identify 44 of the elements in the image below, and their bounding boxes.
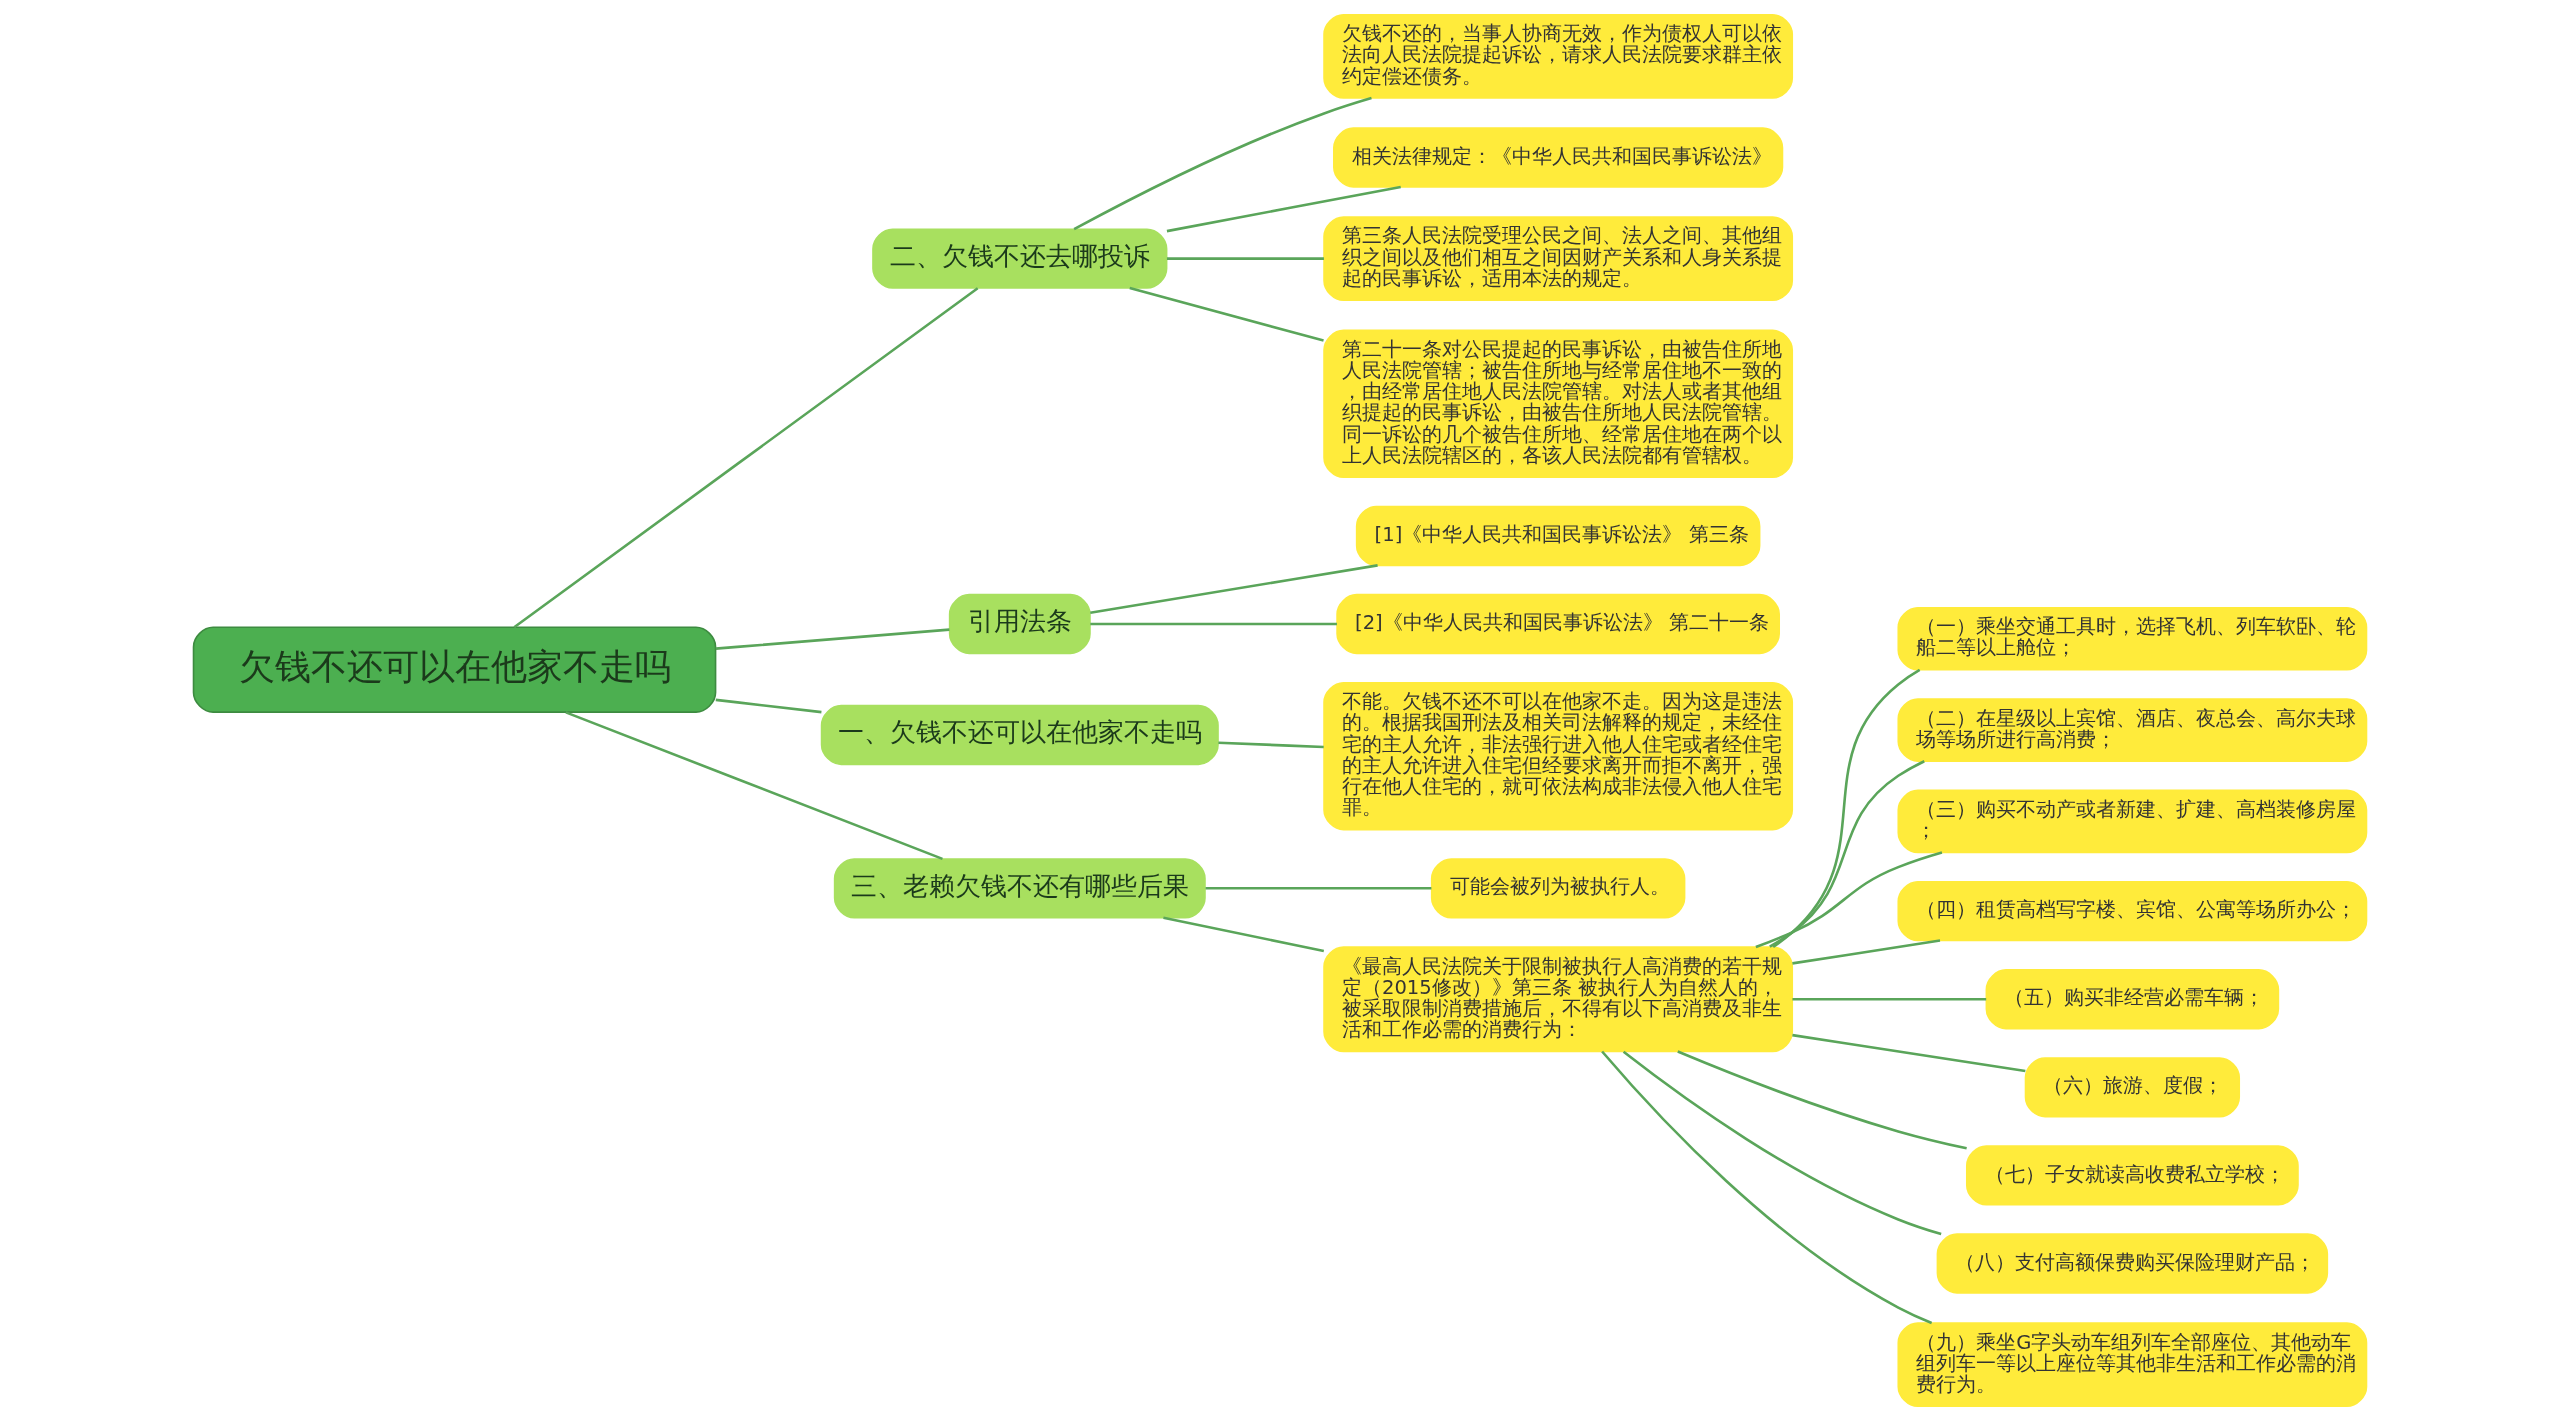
node-box: （三）购买不动产或者新建、扩建、高档装修房屋；: [1897, 789, 2368, 854]
node-box: [1]《中华人民共和国民事诉讼法》 第三条: [1355, 505, 1761, 567]
connector: [1205, 887, 1432, 890]
connector: [1166, 257, 1324, 260]
connector: [1163, 916, 1325, 953]
connector: [1772, 668, 1921, 949]
connector: [1792, 1033, 2026, 1073]
connector: [1090, 564, 1378, 614]
node-box: 三、老赖欠钱不还有哪些后果: [833, 858, 1206, 919]
connector: [1769, 760, 1925, 948]
node-box: （一）乘坐交通工具时，选择飞机、列车软卧、轮船二等以上舱位；: [1897, 606, 2368, 671]
node-box: 一、欠钱不还可以在他家不走吗: [820, 704, 1219, 766]
node-box: 不能。欠钱不还不可以在他家不走。因为这是违法的。根据我国刑法及相关司法解释的规定，未经住宅的主人允许，非法强行进入他人住宅或者经住宅的主人允许进入住宅但经要求离开而拒不离开，强行在他人住宅的，就可依法构成非法侵入他人住宅罪。: [1323, 681, 1794, 831]
node-box: 二、欠钱不还去哪投诉: [872, 228, 1168, 289]
node-box: 欠钱不还可以在他家不走吗: [192, 626, 717, 713]
connector: [1755, 851, 1943, 949]
node-box: （五）购买非经营必需车辆；: [1985, 969, 2280, 1030]
connector: [565, 711, 943, 861]
connector: [1601, 1050, 1933, 1325]
connector: [513, 287, 979, 629]
connector: [715, 698, 822, 714]
node-box: 《最高人民法院关于限制被执行人高消费的若干规定（2015修改）》第三条 被执行人为自然人的，被采取限制消费措施后，不得有以下高消费及非生活和工作必需的消费行为：: [1323, 946, 1794, 1053]
node-box: （四）租赁高档写字楼、宾馆、公寓等场所办公；: [1897, 880, 2368, 942]
connector: [1792, 997, 1987, 1001]
node-box: （二）在星级以上宾馆、酒店、夜总会、高尔夫球场等场所进行高消费；: [1897, 698, 2368, 762]
node-box: [2]《中华人民共和国民事诉讼法》 第二十一条: [1336, 593, 1780, 655]
node-box: （六）旅游、度假；: [2024, 1057, 2241, 1118]
connector: [1218, 741, 1324, 749]
node-box: 可能会被列为被执行人。: [1430, 858, 1686, 919]
connector: [715, 628, 950, 650]
node-box: 第三条人民法院受理公民之间、法人之间、其他组织之间以及他们相互之间因财产关系和人身关系提起的民事诉讼，适用本法的规定。: [1323, 216, 1794, 302]
node-box: （八）支付高额保费购买保险理财产品；: [1936, 1233, 2329, 1294]
node-box: 欠钱不还的，当事人协商无效，作为债权人可以依法向人民法院提起诉讼，请求人民法院要求群主依约定偿还债务。: [1323, 13, 1794, 99]
connector: [1073, 96, 1372, 231]
node-box: 引用法条: [948, 593, 1091, 655]
connector: [1677, 1050, 1967, 1150]
connector: [1090, 622, 1337, 626]
node-box: （九）乘坐G字头动车组列车全部座位、其他动车组列车一等以上座位等其他非生活和工作必需的消费行为。: [1897, 1322, 2368, 1408]
node-box: 相关法律规定：《中华人民共和国民事诉讼法》: [1333, 127, 1784, 188]
connector: [1622, 1050, 1942, 1236]
node-box: 第二十一条对公民提起的民事诉讼，由被告住所地人民法院管辖；被告住所地与经常居住地不一致的，由经常居住地人民法院管辖。对法人或者其他组织提起的民事诉讼，由被告住所地人民法院管辖。同一诉讼的几个被告住所地、经常居住地在两个以上人民法院辖区的，各该人民法院都有管辖权。: [1323, 329, 1794, 479]
connector: [1792, 939, 1941, 965]
node-box: （七）子女就读高收费私立学校；: [1966, 1145, 2299, 1206]
connector: [1129, 286, 1324, 342]
